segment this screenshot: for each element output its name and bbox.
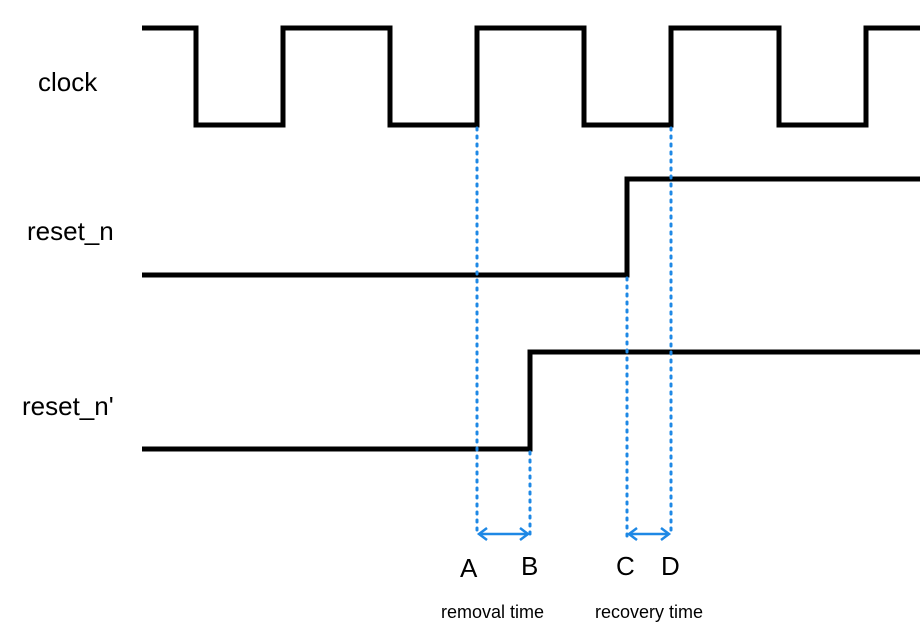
reset-n-prime-waveform	[142, 349, 920, 452]
marker-a: A	[460, 553, 478, 583]
marker-c: C	[616, 551, 635, 581]
recovery-time-label: recovery time	[595, 602, 703, 622]
marker-d: D	[661, 551, 680, 581]
removal-time-arrow	[476, 527, 531, 541]
reset-n-waveform	[142, 176, 920, 278]
reset-n-prime-label: reset_n'	[22, 391, 114, 421]
recovery-time-arrow	[626, 527, 672, 541]
clock-label: clock	[38, 67, 98, 97]
clock-waveform	[142, 25, 920, 128]
reset-n-label: reset_n	[27, 216, 114, 246]
marker-b: B	[521, 551, 538, 581]
removal-time-label: removal time	[441, 602, 544, 622]
